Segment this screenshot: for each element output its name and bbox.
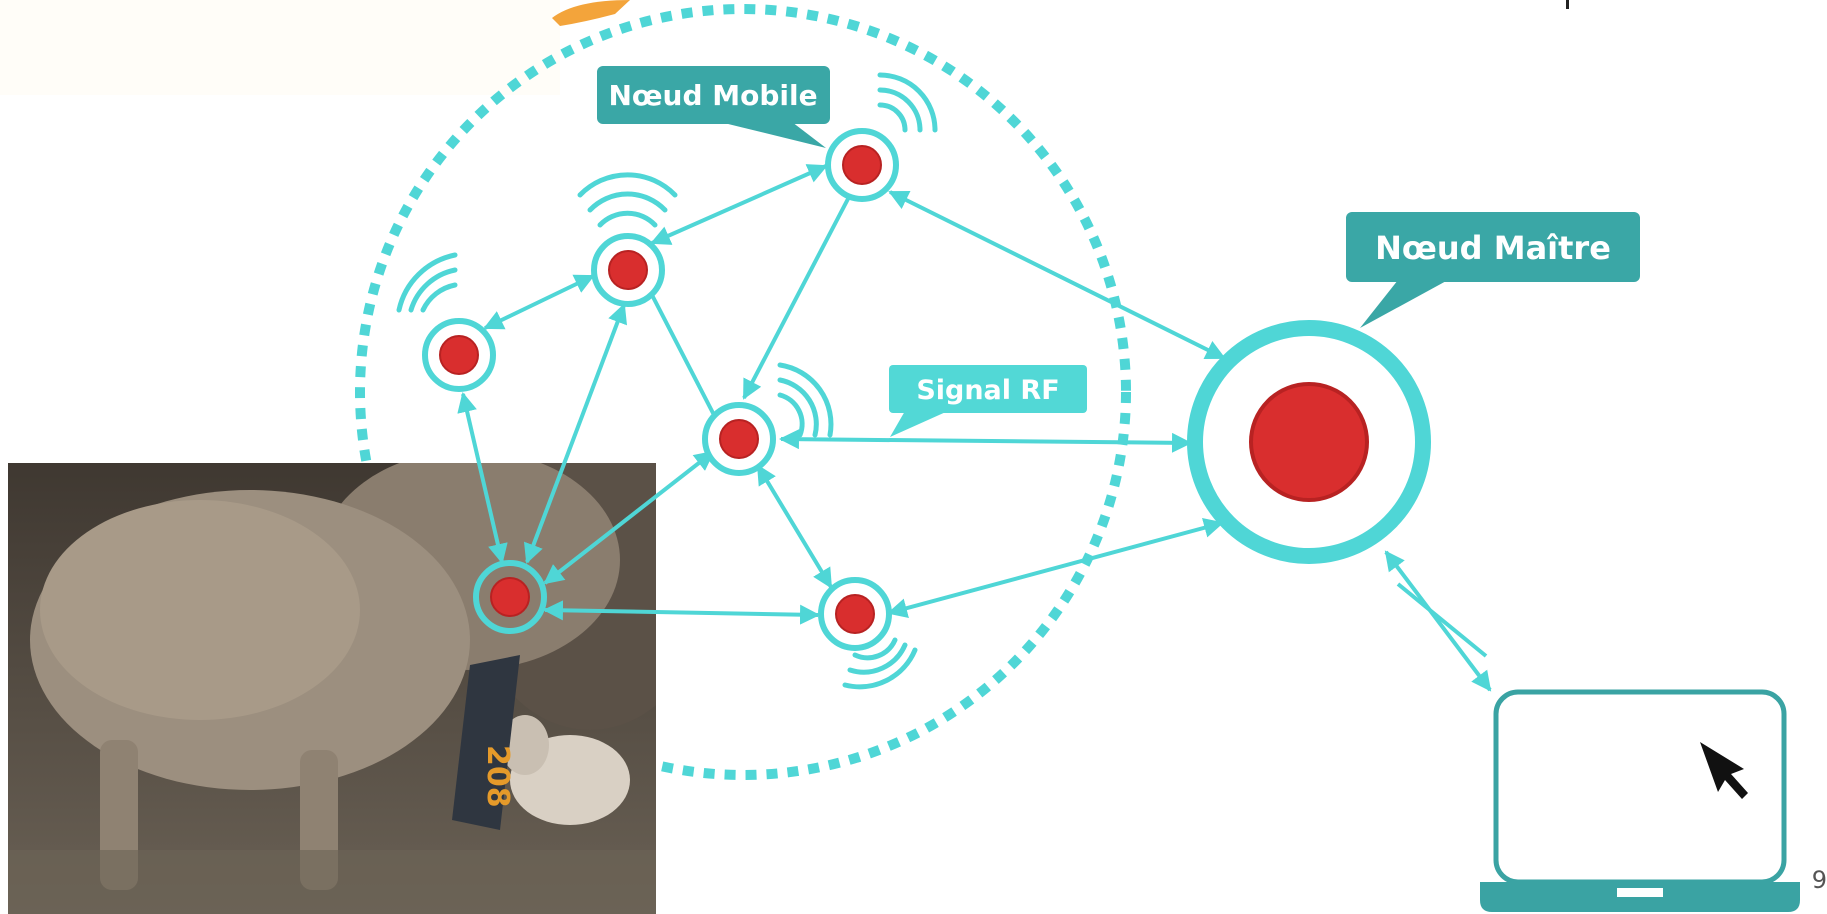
link-master-laptop-b bbox=[1396, 582, 1488, 658]
link-top-left bbox=[483, 274, 595, 330]
wifi-icon bbox=[877, 72, 938, 133]
link-center-lower bbox=[756, 464, 833, 589]
link-lower-master bbox=[887, 518, 1224, 618]
coverage-area-circle bbox=[355, 4, 1131, 780]
laptop-icon bbox=[1480, 689, 1800, 912]
master-node-icon bbox=[1187, 320, 1431, 564]
link-master-laptop-a bbox=[1384, 550, 1492, 692]
radio-node-icon bbox=[702, 402, 776, 476]
wifi-icon bbox=[777, 362, 834, 438]
master-node-label: Nœud Maître bbox=[1375, 229, 1611, 267]
mobile-nodes bbox=[422, 128, 899, 651]
wifi-icon bbox=[577, 172, 678, 228]
collar-node-icon bbox=[473, 560, 547, 634]
wifi-icon bbox=[396, 252, 458, 313]
rf-signal-callout: Signal RF bbox=[889, 365, 1087, 437]
mobile-node-label: Nœud Mobile bbox=[608, 79, 817, 112]
radio-node-icon bbox=[825, 128, 899, 202]
wifi-waves bbox=[396, 72, 938, 690]
collar-number: 208 bbox=[480, 745, 515, 808]
top-faded-area bbox=[0, 0, 560, 95]
link-collar-lower bbox=[543, 600, 820, 625]
sheep-collar bbox=[452, 655, 520, 830]
radio-node-icon bbox=[591, 233, 665, 307]
master-node-callout: Nœud Maître bbox=[1346, 212, 1640, 328]
link-center-mobile bbox=[742, 172, 863, 400]
link-collar-center bbox=[543, 450, 715, 585]
page-number: 9 bbox=[1811, 866, 1827, 894]
orange-logo-fragment bbox=[552, 0, 630, 26]
mobile-node-callout: Nœud Mobile bbox=[597, 66, 830, 148]
link-mobile-master bbox=[888, 190, 1226, 360]
mouse-pointer-icon bbox=[1700, 742, 1748, 799]
sheep-photo: 208 bbox=[8, 463, 656, 914]
rf-signal-label: Signal RF bbox=[916, 375, 1059, 406]
link-center-master bbox=[779, 429, 1192, 453]
rf-links bbox=[457, 164, 1492, 692]
wifi-icon bbox=[842, 637, 918, 690]
link-top-mobile bbox=[650, 164, 828, 245]
radio-node-icon bbox=[422, 318, 496, 392]
link-upper-collar bbox=[524, 303, 627, 564]
radio-node-icon bbox=[818, 577, 892, 651]
top-right-mark bbox=[1566, 0, 1569, 9]
link-upper-center bbox=[650, 294, 716, 416]
link-left-collar bbox=[457, 392, 508, 564]
